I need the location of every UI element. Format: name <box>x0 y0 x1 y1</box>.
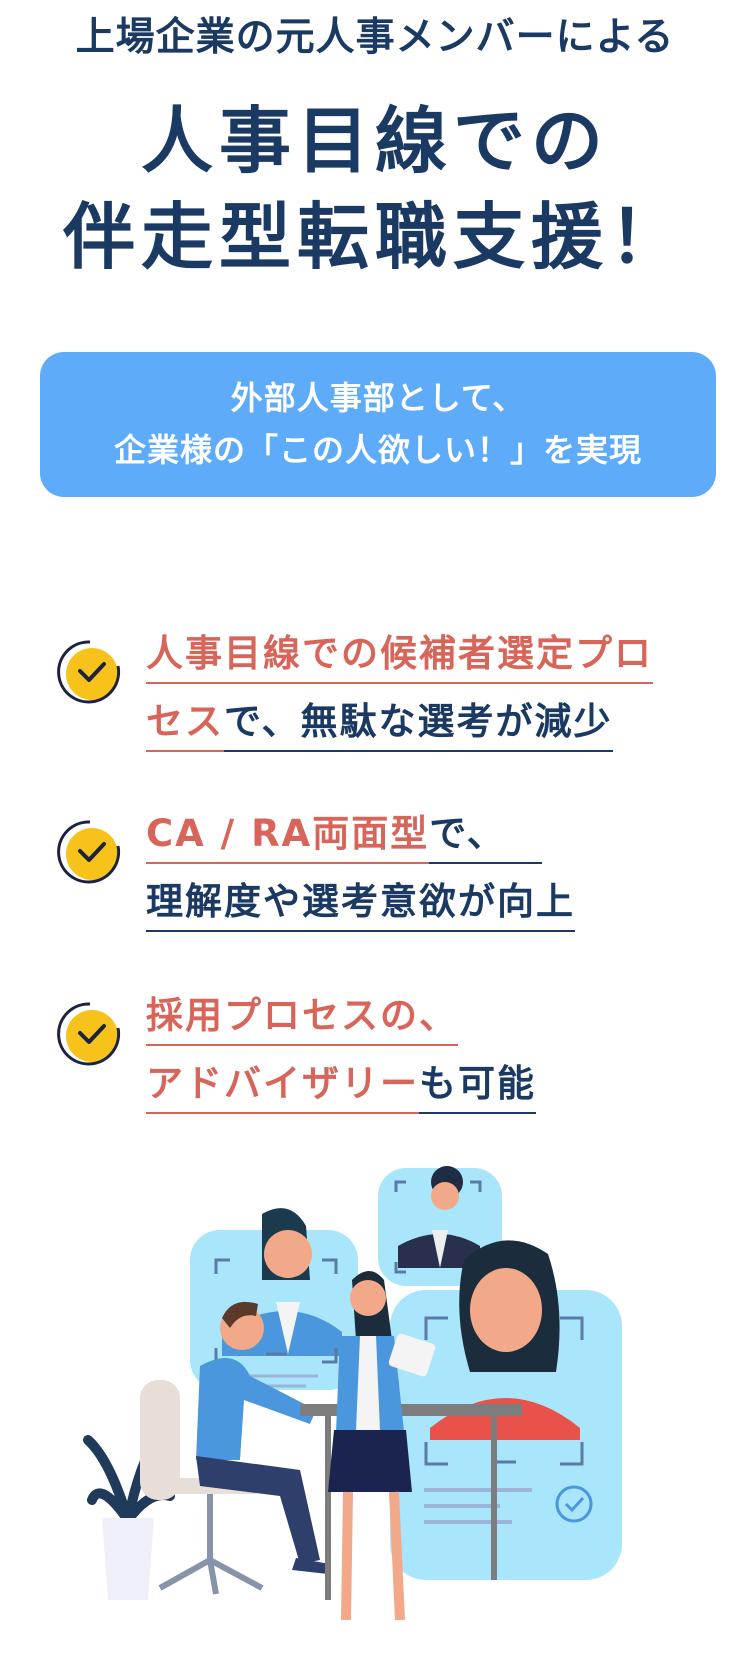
headline-line-2: 伴走型転職支援！ <box>62 195 687 279</box>
check-circle-icon <box>57 640 121 704</box>
check-circle-icon <box>57 1002 121 1066</box>
candidate-card-small <box>378 1166 502 1286</box>
banner: 外部人事部として、 企業様の「この人欲しい！」を実現 <box>40 352 716 497</box>
check-circle-icon <box>57 820 121 884</box>
banner-line-1: 外部人事部として、 <box>230 379 526 417</box>
recruiting-illustration <box>83 1166 622 1621</box>
standing-woman <box>328 1271 436 1621</box>
feature-2-line-1: で、 <box>429 808 542 864</box>
feature-1-line-2: で、無駄な選考が減少 <box>224 696 613 752</box>
feature-1-line-2-highlight: セス <box>146 696 224 752</box>
feature-2-line-1-highlight: CA / RA両面型 <box>146 808 430 864</box>
feature-1-line-1: 人事目線での候補者選定プロ <box>146 628 653 684</box>
feature-3-line-2-highlight: アドバイザリー <box>146 1058 419 1114</box>
feature-3-line-1: 採用プロセスの、 <box>146 990 458 1046</box>
headline-line-1: 人事目線での <box>140 99 609 183</box>
candidate-card-large <box>390 1240 622 1580</box>
feature-2-line-2: 理解度や選考意欲が向上 <box>146 876 575 932</box>
subtitle: 上場企業の元人事メンバーによる <box>75 15 675 60</box>
feature-3-line-2: も可能 <box>419 1058 536 1114</box>
seated-man <box>196 1301 330 1574</box>
banner-line-2: 企業様の「この人欲しい！」を実現 <box>113 431 642 469</box>
